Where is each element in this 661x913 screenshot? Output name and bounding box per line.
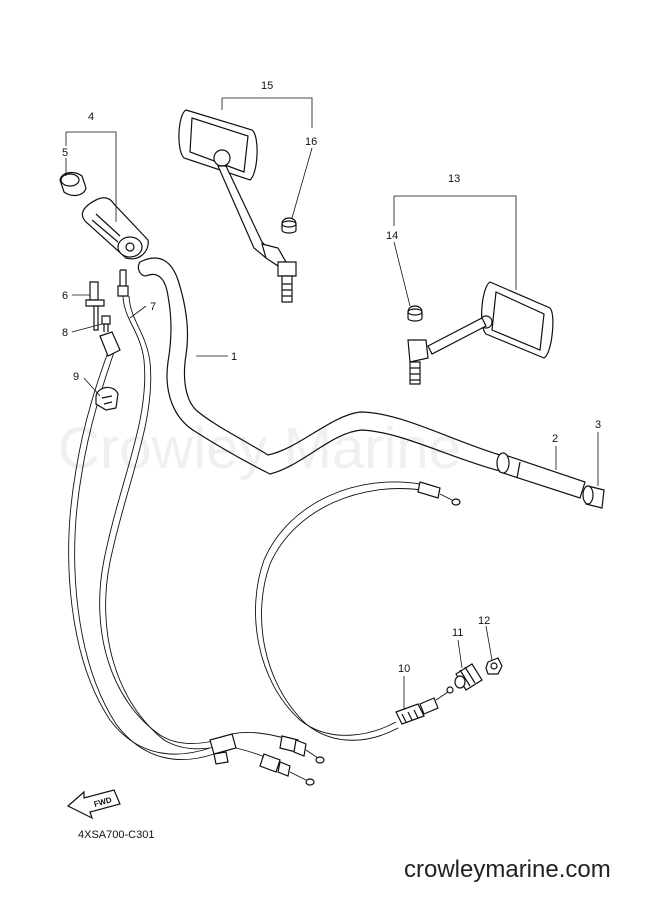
handlebar bbox=[137, 257, 501, 475]
throttle-cable-upper bbox=[99, 269, 229, 750]
callout-11: 11 bbox=[452, 627, 463, 639]
left-throttle-grip bbox=[81, 197, 149, 260]
right-grip bbox=[496, 452, 586, 499]
lock-nut bbox=[485, 657, 503, 675]
cable-ends bbox=[209, 731, 325, 786]
mirror-cap-upper bbox=[281, 217, 297, 234]
watermark-text: Crowley Marine bbox=[58, 416, 461, 481]
diagram-code: 4XSA700-C301 bbox=[78, 829, 154, 841]
callout-1: 1 bbox=[231, 351, 237, 363]
callout-15: 15 bbox=[261, 80, 273, 92]
cable-adjuster bbox=[454, 663, 483, 691]
callout-7: 7 bbox=[150, 301, 156, 313]
mirror-lower bbox=[407, 281, 554, 385]
callout-6: 6 bbox=[62, 290, 68, 302]
site-footer-link[interactable]: crowleymarine.com bbox=[404, 856, 611, 883]
leader-lines bbox=[65, 97, 599, 710]
mirror-cap-lower bbox=[407, 305, 423, 322]
clamp-part-9 bbox=[95, 386, 119, 411]
callout-10: 10 bbox=[398, 663, 410, 675]
grip-end-cap bbox=[582, 485, 605, 509]
callout-4: 4 bbox=[88, 111, 94, 123]
callout-12: 12 bbox=[478, 615, 490, 627]
cable-loop bbox=[255, 481, 461, 741]
callout-8: 8 bbox=[62, 327, 68, 339]
callout-5: 5 bbox=[62, 147, 68, 159]
callout-9: 9 bbox=[73, 371, 79, 383]
callout-14: 14 bbox=[386, 230, 398, 242]
callout-2: 2 bbox=[552, 433, 558, 445]
mirror-upper bbox=[178, 109, 297, 303]
throttle-cable-lower bbox=[68, 331, 215, 760]
screw-part-8 bbox=[101, 315, 111, 332]
grip-end bbox=[59, 171, 87, 197]
fwd-arrow-icon: FWD bbox=[66, 789, 121, 820]
callout-labels: 1 2 3 4 5 6 7 8 9 10 11 12 13 14 15 16 bbox=[62, 80, 601, 675]
callout-13: 13 bbox=[448, 173, 460, 185]
bolt-part-6 bbox=[85, 281, 105, 331]
callout-3: 3 bbox=[595, 419, 601, 431]
callout-16: 16 bbox=[305, 136, 317, 148]
